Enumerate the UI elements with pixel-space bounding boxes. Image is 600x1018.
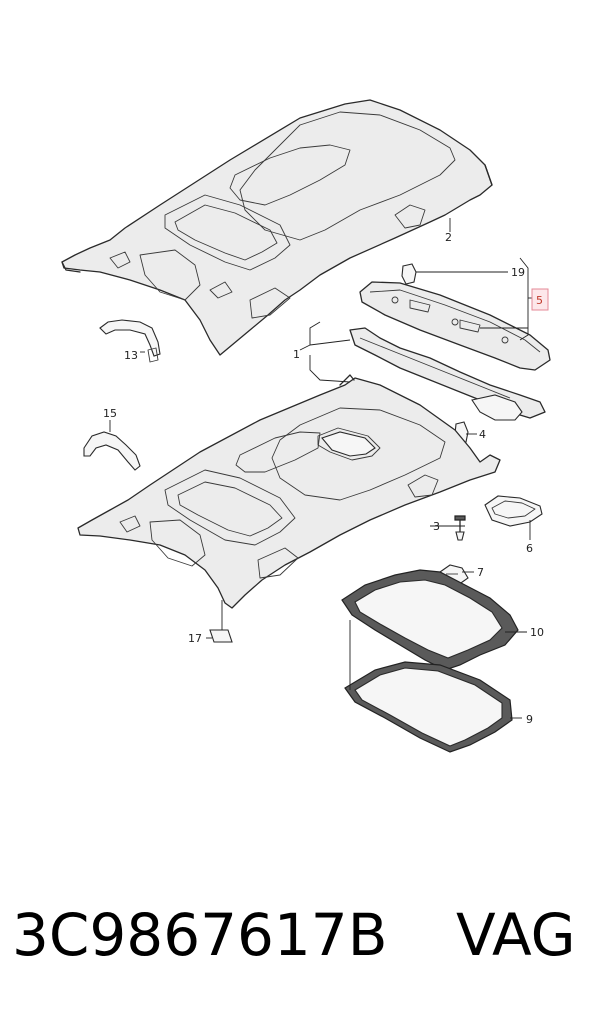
callout-2: 2	[445, 231, 452, 244]
screw-3	[454, 515, 466, 541]
headliner-upper	[61, 99, 493, 356]
callout-1: 1	[293, 348, 300, 361]
callout-15: 15	[103, 407, 117, 420]
callout-5: 5	[536, 294, 543, 307]
callout-17: 17	[188, 632, 202, 645]
lamp-6	[484, 495, 543, 527]
callout-7: 7	[477, 566, 484, 579]
callout-6: 6	[526, 542, 533, 555]
grab-handle-15	[83, 431, 141, 471]
headliner-lower	[77, 374, 501, 609]
footer: 3C9867617B VAG	[0, 890, 600, 980]
callout-4: 4	[479, 428, 486, 441]
callout-5-highlight	[531, 288, 549, 311]
frame-10	[341, 569, 519, 671]
clip-19	[401, 263, 417, 285]
callout-labels: 1 2 3 4 5 6 7 9 10 13 15 17 19	[103, 231, 549, 726]
callout-3: 3	[433, 520, 440, 533]
glass-panel-9	[344, 661, 513, 753]
trim-panel-5	[359, 281, 551, 371]
brand-name: VAG	[456, 901, 576, 969]
part-number: 3C9867617B	[12, 901, 388, 969]
callout-10: 10	[530, 626, 544, 639]
bracket-1	[349, 327, 546, 421]
label-17	[209, 629, 233, 643]
callout-13: 13	[124, 349, 138, 362]
callout-9: 9	[526, 713, 533, 726]
callout-19: 19	[511, 266, 525, 279]
grab-handle-13	[99, 319, 161, 363]
leader-lines	[109, 218, 532, 719]
